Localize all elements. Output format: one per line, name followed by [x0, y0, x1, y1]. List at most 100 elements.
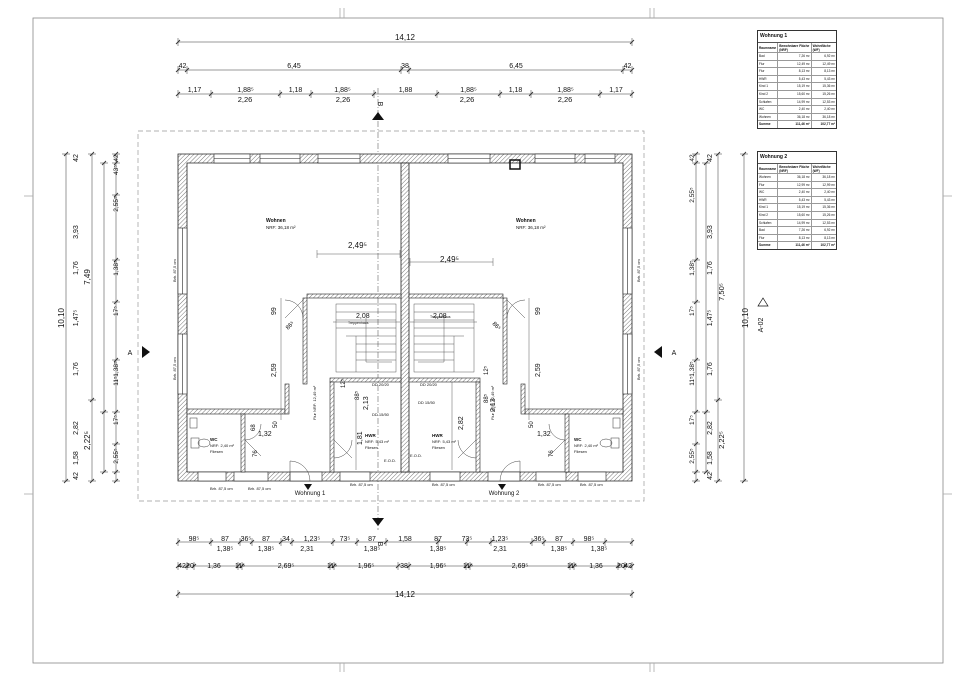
dim-label: 98⁵ — [189, 536, 200, 543]
dim-label: 10,10 — [741, 307, 750, 328]
room-label-wc-left: WC NRF: 2,40 m² Fliesen — [210, 437, 235, 454]
dim-tick — [113, 160, 119, 166]
dim-tick — [571, 563, 577, 569]
svg-text:Brh. 87,5 cm: Brh. 87,5 cm — [172, 357, 177, 380]
table-cell: Wohnen — [758, 113, 779, 122]
dim-tick — [693, 441, 699, 447]
table-cell: 15,19 m² — [777, 82, 812, 91]
dim-label: 1,38⁵ — [364, 546, 381, 553]
svg-text:86⁵: 86⁵ — [491, 320, 503, 332]
dim-label: 17⁵ — [113, 306, 120, 316]
dim-tick — [289, 539, 295, 545]
dim-tick — [715, 478, 721, 484]
svg-text:WC: WC — [574, 437, 582, 442]
table-cell: 15,26 m² — [811, 90, 836, 99]
svg-text:Brh. 87,5 cm: Brh. 87,5 cm — [350, 482, 373, 487]
dim-label: 17⁵ — [689, 306, 696, 316]
svg-text:NRF: 36,18 m²: NRF: 36,18 m² — [266, 225, 296, 230]
svg-text:68: 68 — [251, 424, 257, 431]
svg-text:NRF: 36,18 m²: NRF: 36,18 m² — [516, 225, 546, 230]
dim-tick — [63, 478, 69, 484]
dim-tick — [184, 563, 190, 569]
svg-text:NRF: 2,40 m²: NRF: 2,40 m² — [210, 443, 235, 448]
svg-text:1,32: 1,32 — [258, 431, 272, 438]
table-cell: Wohnen — [758, 173, 779, 182]
dim-tick — [435, 539, 441, 545]
svg-text:Wohnung 1: Wohnung 1 — [295, 491, 326, 497]
room-label-hwr-right: HWR NRF: 5,43 m² Fliesen — [432, 433, 457, 450]
dim-tick — [89, 397, 95, 403]
dim-label: 11⁵ — [327, 563, 337, 570]
dim-label: 7,50⁵ — [717, 283, 726, 301]
table-cell: 15,60 m² — [777, 211, 812, 220]
dim-label: 20 — [617, 563, 625, 570]
party-wall — [400, 162, 410, 473]
table-cell: Schlafen — [758, 219, 779, 228]
dim-label: 36⁵ — [534, 536, 545, 543]
dim-tick — [406, 563, 412, 569]
dim-label: 3,93 — [73, 225, 80, 239]
table-cell: 12,49 m² — [811, 60, 836, 69]
table-cell: Bad — [758, 226, 779, 235]
dim-tick — [113, 478, 119, 484]
svg-text:2,82: 2,82 — [458, 416, 465, 430]
dim-label: 1,36 — [207, 563, 221, 570]
dim-label: 1,38⁵ — [217, 546, 234, 553]
dim-label: 1,47⁵ — [73, 310, 80, 327]
dim-label: 20 — [186, 563, 194, 570]
dim-label: 73⁵ — [462, 536, 473, 543]
dim-tick — [191, 563, 197, 569]
dim-label: 2,55⁵ — [113, 448, 120, 464]
dim-label: 11⁵ — [113, 376, 120, 386]
table-cell: Kind 2 — [758, 90, 779, 99]
svg-text:Brh. 87,5 cm: Brh. 87,5 cm — [636, 259, 641, 282]
section-marker-b-top: B — [372, 102, 384, 120]
dim-label: 1,18 — [289, 87, 303, 94]
table-cell: Flur — [758, 60, 779, 69]
table-cell: Schlafen — [758, 98, 779, 107]
dim-label: 14,12 — [395, 590, 416, 599]
dim-tick — [277, 91, 283, 97]
svg-text:Brh. 87,5 cm: Brh. 87,5 cm — [636, 357, 641, 380]
sheet-frame — [32, 17, 944, 664]
dim-tick — [693, 357, 699, 363]
table-cell: Kind 2 — [758, 211, 779, 220]
svg-text:1,32: 1,32 — [537, 431, 551, 438]
stair-label-left: Treppenhaus — [348, 321, 369, 325]
table-cell: 5,43 m² — [777, 75, 812, 84]
dim-tick — [693, 478, 699, 484]
room-label-hwr-left: HWR NRF: 5,43 m² Fliesen — [365, 433, 390, 450]
dim-label: 42 — [179, 63, 187, 70]
dim-tick — [497, 91, 503, 97]
table-cell: 2,40 m² — [777, 105, 812, 114]
table-cell: 12,53 m² — [811, 98, 836, 107]
svg-text:Wohnen: Wohnen — [516, 218, 536, 224]
svg-text:2,59: 2,59 — [535, 363, 542, 377]
svg-text:NRF: 2,40 m²: NRF: 2,40 m² — [574, 443, 599, 448]
table-cell: 15,60 m² — [777, 90, 812, 99]
table-cell: 15,36 m² — [811, 82, 836, 91]
table-cell: 8,13 m² — [811, 67, 836, 76]
entrance-wohnung-1: Wohnung 1 — [295, 484, 326, 497]
dim-tick — [113, 151, 119, 157]
svg-text:12⁵: 12⁵ — [340, 378, 347, 388]
svg-text:DD 20/20: DD 20/20 — [420, 382, 438, 387]
dim-tick — [622, 563, 628, 569]
dim-tick — [693, 151, 699, 157]
svg-text:HWR: HWR — [365, 433, 376, 438]
section-marker-a-left: A — [128, 346, 150, 358]
dim-label: 1,38⁵ — [113, 260, 120, 276]
svg-text:99: 99 — [271, 307, 278, 315]
svg-text:2,49⁵: 2,49⁵ — [348, 241, 367, 250]
dim-label: 1,96⁵ — [430, 563, 447, 570]
svg-text:Brh. 87,5 cm: Brh. 87,5 cm — [172, 259, 177, 282]
table-cell: 7,26 m² — [777, 52, 812, 61]
svg-text:A: A — [672, 350, 677, 357]
dim-tick — [693, 299, 699, 305]
dim-label: 1,38⁵ — [430, 546, 447, 553]
dim-label: 7,49 — [83, 269, 92, 285]
